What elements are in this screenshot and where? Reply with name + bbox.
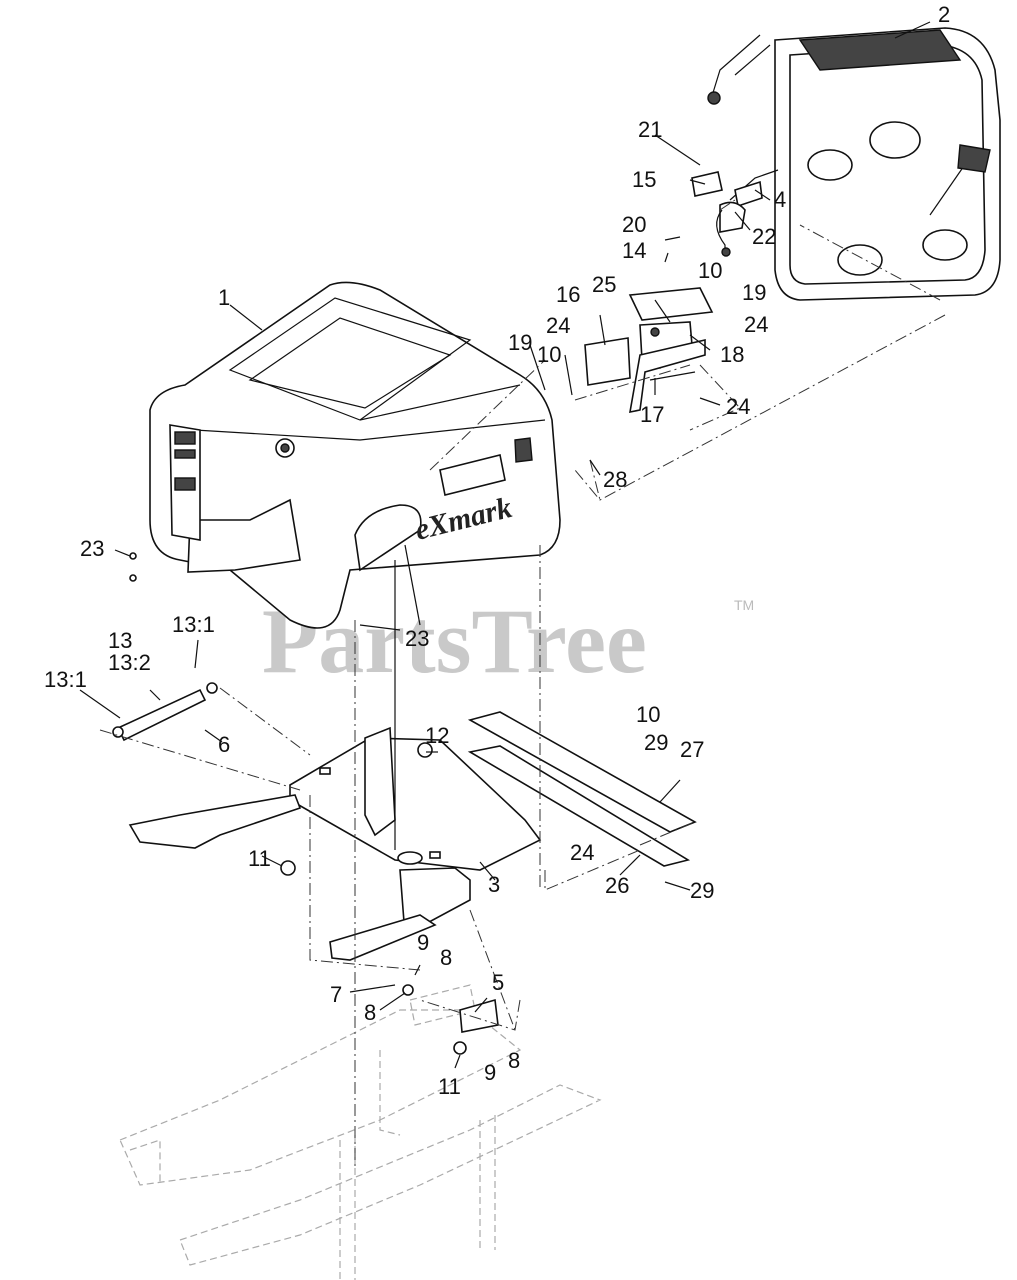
rear-cover-part — [707, 27, 1001, 301]
callout-24-d: 24 — [570, 840, 594, 865]
callout-19-a: 19 — [742, 280, 766, 305]
callout-28: 28 — [603, 467, 627, 492]
side-panels-part — [467, 711, 697, 867]
callout-23-a: 23 — [80, 536, 104, 561]
callout-26: 26 — [605, 873, 629, 898]
callout-23-b: 23 — [405, 626, 429, 651]
callout-19-b: 19 — [508, 330, 532, 355]
callout-17: 17 — [640, 402, 664, 427]
nut-12-part — [417, 742, 433, 758]
callout-6: 6 — [218, 732, 230, 757]
hood-part: eXmark — [149, 281, 561, 629]
assembly-lines — [99, 199, 946, 1170]
callout-10-a: 10 — [698, 258, 722, 283]
callout-14: 14 — [622, 238, 646, 263]
callout-11-a: 11 — [248, 846, 271, 871]
callout-16: 16 — [556, 282, 580, 307]
callout-labels: 1 2 3 4 5 6 7 8 8 8 9 9 10 10 10 11 11 1… — [44, 2, 950, 1099]
leader-lines — [79, 21, 931, 1069]
base-plate-part — [128, 726, 542, 961]
callout-29-b: 29 — [690, 878, 714, 903]
callout-8-c: 8 — [508, 1048, 520, 1073]
callout-24-c: 24 — [726, 394, 750, 419]
nut-11-lower-part — [453, 1041, 467, 1055]
trademark: TM — [734, 597, 754, 613]
washer-part — [402, 984, 414, 996]
bracket-assembly-part — [584, 287, 714, 414]
callout-13-1-b: 13:1 — [44, 667, 87, 692]
callout-8-a: 8 — [364, 1000, 376, 1025]
callout-8-b: 8 — [440, 945, 452, 970]
callout-9-b: 9 — [484, 1060, 496, 1085]
callout-29-a: 29 — [644, 730, 668, 755]
callout-22: 22 — [752, 224, 776, 249]
callout-1: 1 — [218, 285, 230, 310]
callout-13-2: 13:2 — [108, 650, 151, 675]
callout-24-b: 24 — [744, 312, 768, 337]
callout-27: 27 — [680, 737, 704, 762]
callout-24-a: 24 — [546, 313, 570, 338]
chassis-frame-part — [119, 984, 602, 1280]
callout-2: 2 — [938, 2, 950, 27]
latch-assembly-part — [691, 169, 779, 257]
callout-21: 21 — [638, 117, 662, 142]
callout-18: 18 — [720, 342, 744, 367]
callout-4: 4 — [774, 187, 786, 212]
callout-11-b: 11 — [438, 1074, 461, 1099]
nut-11-upper-part — [280, 860, 296, 876]
callout-20: 20 — [622, 212, 646, 237]
callout-3: 3 — [488, 872, 500, 897]
callout-5: 5 — [492, 970, 504, 995]
callout-13-1-a: 13:1 — [172, 612, 215, 637]
callout-10-c: 10 — [636, 702, 660, 727]
callout-7: 7 — [330, 982, 342, 1007]
callout-25: 25 — [592, 272, 616, 297]
callout-9-a: 9 — [417, 930, 429, 955]
callout-10-b: 10 — [537, 342, 561, 367]
callout-15: 15 — [632, 167, 656, 192]
gas-strut-part — [112, 682, 218, 742]
callout-12: 12 — [425, 723, 449, 748]
callout-13: 13 — [108, 628, 132, 653]
